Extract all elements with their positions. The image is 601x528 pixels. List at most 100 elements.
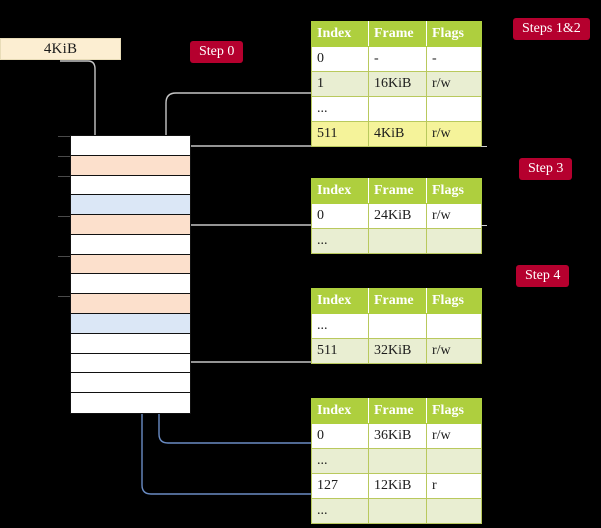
table-row: ... — [311, 96, 482, 122]
memory-frame-5 — [71, 234, 190, 255]
entry-index: ... — [311, 313, 369, 339]
column-header-frame: Frame — [368, 21, 427, 47]
entry-frame: 24KiB — [368, 203, 427, 229]
entry-frame: 16KiB — [368, 71, 427, 97]
entry-flags — [426, 498, 482, 524]
memory-frame-0 — [71, 136, 190, 156]
table-header-row: Index Frame Flags — [311, 21, 482, 47]
entry-index: 511 — [311, 121, 369, 147]
memory-frame-13 — [71, 393, 190, 413]
wire-table2-row511-to-memory — [169, 309, 311, 363]
badge-steps-1-and-2: Steps 1&2 — [513, 18, 590, 40]
column-header-flags: Flags — [426, 178, 482, 204]
memory-frame-1 — [71, 155, 190, 176]
entry-frame — [368, 448, 427, 474]
table-row: 0-- — [311, 46, 482, 72]
memory-frame-9 — [71, 314, 190, 334]
entry-frame — [368, 313, 427, 339]
entry-frame: 36KiB — [368, 423, 427, 449]
frame-tick — [58, 256, 72, 257]
memory-frame-6 — [71, 254, 190, 275]
entry-frame: - — [368, 46, 427, 72]
table-row: ... — [311, 313, 482, 339]
entry-frame — [368, 96, 427, 122]
table-row: ... — [311, 228, 482, 254]
column-header-index: Index — [311, 21, 369, 47]
entry-flags: r — [426, 473, 482, 499]
entry-index: ... — [311, 498, 369, 524]
table-edge-stub — [481, 225, 487, 226]
entry-frame: 12KiB — [368, 473, 427, 499]
frame-tick — [58, 296, 72, 297]
memory-frame-8 — [71, 294, 190, 315]
entry-flags: r/w — [426, 71, 482, 97]
entry-index: 1 — [311, 71, 369, 97]
physical-memory-column — [70, 135, 191, 414]
column-header-frame: Frame — [368, 398, 427, 424]
column-header-frame: Frame — [368, 178, 427, 204]
entry-index: 0 — [311, 46, 369, 72]
memory-frame-4 — [71, 215, 190, 235]
entry-flags — [426, 448, 482, 474]
entry-index: ... — [311, 448, 369, 474]
column-header-flags: Flags — [426, 398, 482, 424]
column-header-index: Index — [311, 398, 369, 424]
memory-frame-10 — [71, 333, 190, 354]
badge-step-3: Step 3 — [519, 158, 573, 180]
entry-flags: r/w — [426, 203, 482, 229]
table-row: ... — [311, 498, 482, 524]
table-row: ... — [311, 448, 482, 474]
entry-flags — [426, 228, 482, 254]
column-header-frame: Frame — [368, 288, 427, 314]
table-edge-stub — [481, 146, 487, 147]
entry-index: 0 — [311, 203, 369, 229]
entry-flags: r/w — [426, 423, 482, 449]
wire-table1-row0-to-memory — [176, 224, 311, 261]
frame-tick — [58, 216, 72, 217]
column-header-flags: Flags — [426, 21, 482, 47]
column-header-flags: Flags — [426, 288, 482, 314]
entry-flags: r/w — [426, 121, 482, 147]
entry-index: 511 — [311, 338, 369, 364]
entry-index: ... — [311, 96, 369, 122]
entry-flags: r/w — [426, 338, 482, 364]
table-header-row: Index Frame Flags — [311, 178, 482, 204]
memory-frame-11 — [71, 353, 190, 374]
badge-step-0: Step 0 — [190, 41, 244, 63]
column-header-index: Index — [311, 178, 369, 204]
entry-flags — [426, 313, 482, 339]
memory-frame-3 — [71, 195, 190, 216]
memory-frame-7 — [71, 274, 190, 295]
entry-frame: 32KiB — [368, 338, 427, 364]
entry-index: 0 — [311, 423, 369, 449]
table-header-row: Index Frame Flags — [311, 288, 482, 314]
frame-tick — [58, 156, 72, 157]
entry-frame: 4KiB — [368, 121, 427, 147]
entry-index: 127 — [311, 473, 369, 499]
entry-frame — [368, 228, 427, 254]
entry-flags: - — [426, 46, 482, 72]
table-header-row: Index Frame Flags — [311, 398, 482, 424]
column-header-index: Index — [311, 288, 369, 314]
entry-index: ... — [311, 228, 369, 254]
badge-step-4: Step 4 — [516, 265, 570, 287]
entry-flags — [426, 96, 482, 122]
kib-label-box: 4KiB — [0, 38, 121, 60]
memory-frame-2 — [71, 175, 190, 196]
entry-frame — [368, 498, 427, 524]
